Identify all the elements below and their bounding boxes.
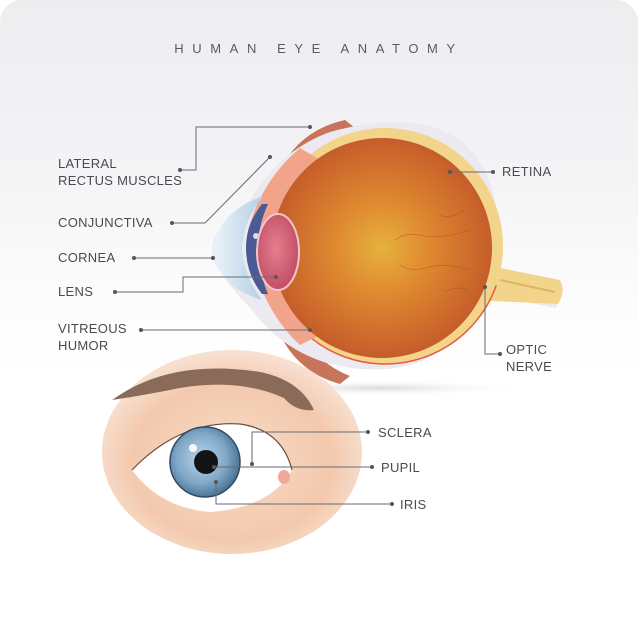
vitreous-humor-shape (272, 138, 492, 358)
diagram-title: HUMAN EYE ANATOMY (174, 41, 464, 56)
label-sclera: SCLERA (378, 425, 432, 440)
label-lateral-rectus-muscles: LATERAL RECTUS MUSCLES (58, 156, 183, 188)
label-pupil: PUPIL (381, 460, 421, 475)
leader-dots (113, 125, 502, 506)
label-conjunctiva: CONJUNCTIVA (58, 215, 153, 230)
label-optic-nerve: OPTIC NERVE (506, 342, 553, 374)
pupil-shape (194, 450, 218, 474)
label-retina: RETINA (502, 164, 552, 179)
leader-lines (115, 126, 500, 505)
label-lens: LENS (58, 284, 94, 299)
cornea-shape (214, 196, 264, 300)
lens-shape (256, 213, 300, 291)
label-cornea: CORNEA (58, 250, 116, 265)
label-iris: IRIS (400, 497, 427, 512)
eyebrow-shape (112, 368, 314, 411)
label-vitreous-humor: VITREOUS HUMOR (58, 321, 127, 353)
